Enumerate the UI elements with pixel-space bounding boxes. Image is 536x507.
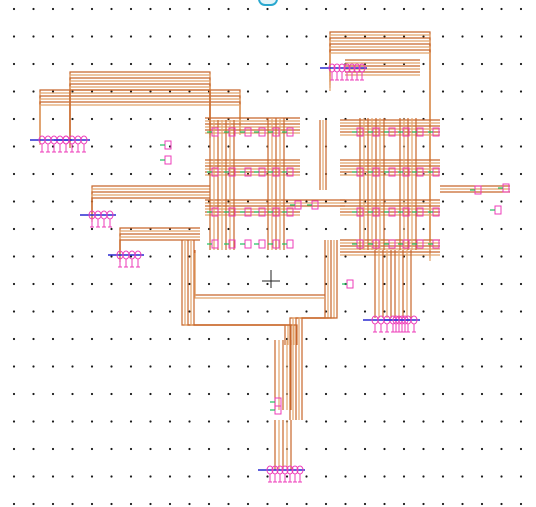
sensor-symbol-icon[interactable]	[258, 465, 305, 483]
component-cell[interactable]	[398, 239, 410, 249]
component-cell[interactable]	[207, 207, 219, 217]
wire-bundle[interactable]	[194, 250, 325, 299]
component-cell[interactable]	[224, 127, 236, 137]
component-cell[interactable]	[384, 207, 396, 217]
wire-bundle[interactable]	[359, 118, 385, 250]
wire-bundle[interactable]	[267, 118, 285, 250]
wire-bundle[interactable]	[209, 120, 235, 250]
component-cell[interactable]	[352, 239, 364, 249]
crosshair-icon	[262, 270, 280, 288]
component-cell[interactable]	[368, 239, 380, 249]
component-cell[interactable]	[368, 207, 380, 217]
component-cell[interactable]	[240, 239, 252, 249]
component-cell[interactable]	[412, 167, 424, 177]
component-cell[interactable]	[398, 127, 410, 137]
component-cell[interactable]	[207, 167, 219, 177]
component-cell[interactable]	[254, 167, 266, 177]
component-cell[interactable]	[498, 183, 510, 193]
component-cell[interactable]	[160, 140, 172, 150]
component-cell[interactable]	[412, 207, 424, 217]
component-cell[interactable]	[207, 239, 219, 249]
component-cell[interactable]	[307, 200, 319, 210]
sensor-symbol-icon[interactable]	[108, 250, 144, 268]
sensor-symbol-icon[interactable]	[80, 210, 116, 228]
component-cell[interactable]	[240, 207, 252, 217]
component-cell[interactable]	[224, 239, 236, 249]
component-cell[interactable]	[207, 127, 219, 137]
wire-bundle[interactable]	[274, 340, 292, 410]
component-cell[interactable]	[268, 239, 280, 249]
component-cell[interactable]	[470, 185, 482, 195]
component-cell[interactable]	[282, 239, 294, 249]
wire-bundle[interactable]	[91, 185, 210, 222]
component-cell[interactable]	[268, 167, 280, 177]
component-cell[interactable]	[398, 167, 410, 177]
wire-bundle[interactable]	[300, 199, 345, 207]
component-cell[interactable]	[368, 127, 380, 137]
wire-bundle[interactable]	[205, 199, 300, 216]
component-cell[interactable]	[290, 200, 302, 210]
wire-bundle[interactable]	[399, 118, 417, 250]
wire-bundle[interactable]	[329, 31, 431, 261]
component-cell[interactable]	[282, 207, 294, 217]
wire-bundle[interactable]	[289, 240, 338, 420]
wire-bundle[interactable]	[274, 420, 292, 470]
component-cell[interactable]	[428, 239, 440, 249]
component-groups[interactable]	[30, 63, 510, 483]
component-cell[interactable]	[224, 207, 236, 217]
component-cell[interactable]	[428, 167, 440, 177]
component-cell[interactable]	[342, 279, 354, 289]
component-cell[interactable]	[384, 167, 396, 177]
component-cell[interactable]	[412, 127, 424, 137]
component-cell[interactable]	[428, 207, 440, 217]
component-cell[interactable]	[254, 239, 266, 249]
wire-bundle[interactable]	[181, 240, 298, 345]
sensor-symbol-icon[interactable]	[320, 63, 367, 81]
component-cell[interactable]	[368, 167, 380, 177]
component-cell[interactable]	[412, 239, 424, 249]
wire-bundle[interactable]	[69, 71, 211, 148]
component-cell[interactable]	[384, 127, 396, 137]
component-cell[interactable]	[490, 205, 502, 215]
component-cell[interactable]	[160, 155, 172, 165]
component-cell[interactable]	[384, 239, 396, 249]
grid-dots	[12, 7, 523, 506]
component-cell[interactable]	[352, 167, 364, 177]
wire-bundle[interactable]	[319, 120, 327, 190]
component-cell[interactable]	[428, 127, 440, 137]
component-cell[interactable]	[352, 127, 364, 137]
wire-bundle[interactable]	[394, 250, 412, 318]
component-cell[interactable]	[268, 207, 280, 217]
wire-bundle[interactable]	[205, 117, 300, 134]
component-cell[interactable]	[254, 127, 266, 137]
component-cell[interactable]	[282, 167, 294, 177]
component-cell[interactable]	[240, 127, 252, 137]
wire-bundle[interactable]	[374, 250, 392, 318]
component-cell[interactable]	[352, 207, 364, 217]
component-cell[interactable]	[282, 127, 294, 137]
wire-bundle[interactable]	[205, 159, 300, 176]
component-cell[interactable]	[268, 127, 280, 137]
component-cell[interactable]	[254, 207, 266, 217]
component-cell[interactable]	[398, 207, 410, 217]
component-cell[interactable]	[224, 167, 236, 177]
sensor-symbol-icon[interactable]	[54, 135, 90, 153]
component-cell[interactable]	[240, 167, 252, 177]
sensor-symbol-icon[interactable]	[384, 315, 420, 333]
component-cell[interactable]	[270, 405, 282, 415]
wire-bundle[interactable]	[345, 59, 420, 76]
